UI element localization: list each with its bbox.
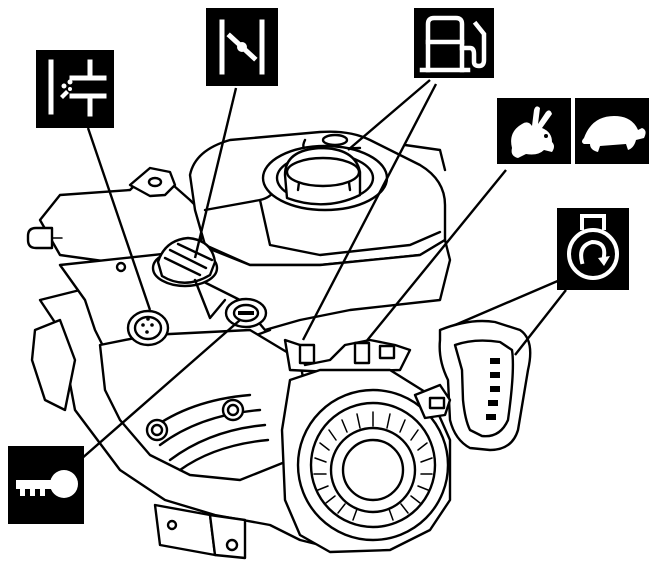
throttle-fast-icon <box>497 98 571 164</box>
recoil-start-icon <box>557 208 629 290</box>
ignition-key-icon <box>8 446 84 524</box>
leader-lines <box>79 79 567 461</box>
throttle-slow-icon <box>575 98 649 164</box>
choke-icon <box>206 8 278 86</box>
fuel-icon <box>414 8 494 78</box>
primer-icon <box>36 50 114 128</box>
starter-vents <box>313 411 433 521</box>
engine-illustration <box>26 130 532 560</box>
